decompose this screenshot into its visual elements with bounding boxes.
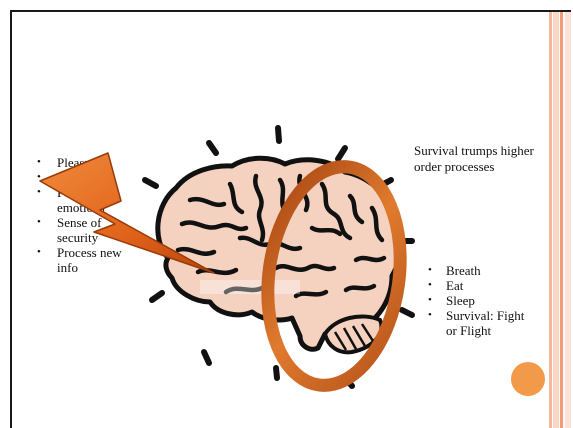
brain-shape (158, 158, 402, 352)
decorative-dot (511, 362, 545, 396)
